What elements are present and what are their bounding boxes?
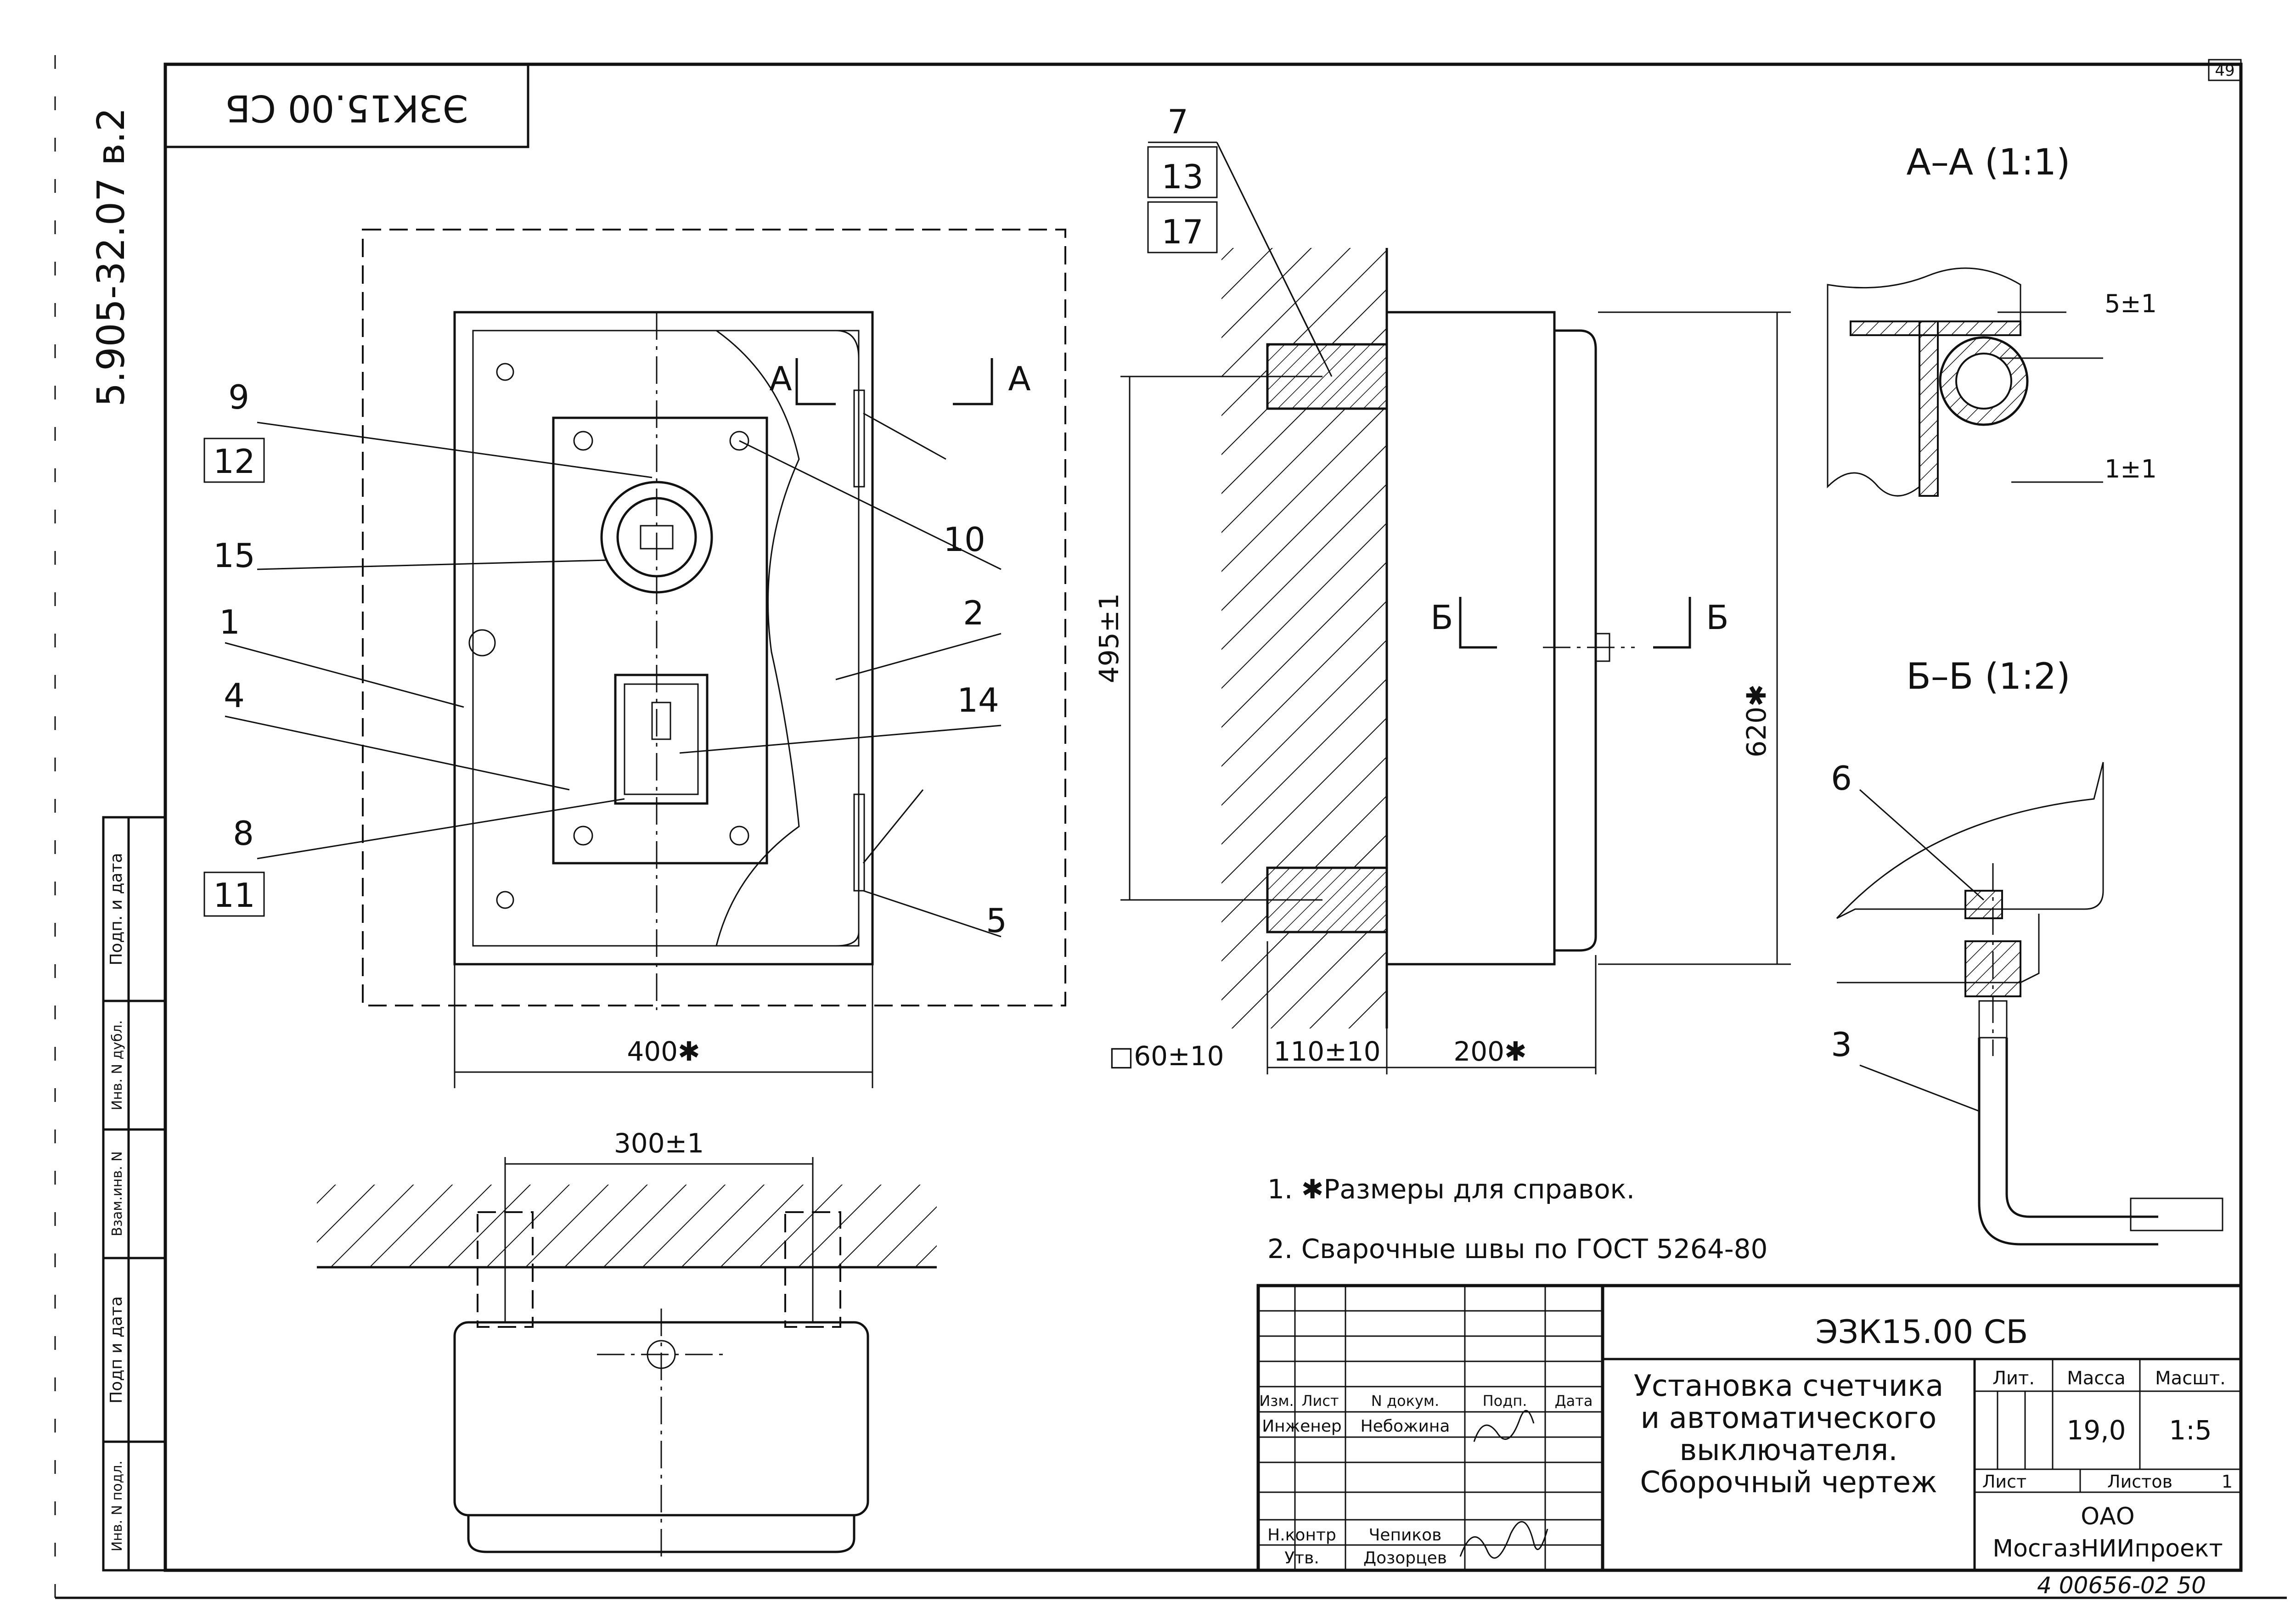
col-header-sign: Подп. bbox=[1483, 1392, 1527, 1410]
mounting-outline bbox=[362, 229, 1066, 1006]
cabinet-body bbox=[453, 311, 874, 966]
dim-spacing-300: 300±1 bbox=[614, 1128, 704, 1159]
dim-aa-5: 5±1 bbox=[2105, 289, 2157, 318]
note-1: 1. ✱Размеры для справок. bbox=[1267, 1174, 1635, 1205]
title-line-1: Установка счетчика bbox=[1634, 1369, 1944, 1403]
side-stamp-row: Взам.инв. N bbox=[109, 1151, 125, 1236]
ceiling-hatch bbox=[317, 1185, 937, 1267]
section-mark-a-left: А bbox=[769, 360, 792, 398]
side-stamp-row: Подп и дата bbox=[107, 1296, 126, 1404]
col-header-list: Лист bbox=[1301, 1392, 1339, 1410]
org-line-2: МосгазНИИпроект bbox=[1992, 1535, 2223, 1562]
side-view: 7 13 17 Б Б 495±1 620✱ □60±10 110±10 200… bbox=[1093, 102, 1791, 1074]
org-line-1: ОАО bbox=[2081, 1503, 2134, 1530]
cabinet-side bbox=[1385, 311, 1556, 966]
section-mark-a-right: А bbox=[1008, 360, 1030, 398]
scale-value: 1:5 bbox=[2169, 1415, 2212, 1446]
name-approved: Дозорцев bbox=[1363, 1549, 1447, 1568]
section-aa-title: А–А (1:1) bbox=[1907, 142, 2071, 183]
lit-label: Лит. bbox=[1992, 1368, 2035, 1389]
col-header-date: Дата bbox=[1555, 1392, 1593, 1410]
name-engineer: Небожина bbox=[1361, 1417, 1450, 1436]
section-mark-b-left: Б bbox=[1430, 598, 1453, 637]
section-bb: Б–Б (1:2) 6 3 bbox=[1831, 656, 2223, 1246]
side-doc-code: 5.905-32.07 в.2 bbox=[90, 107, 133, 407]
callout-14: 14 bbox=[957, 681, 999, 719]
rotated-code-text: ЭЗК15.00 СБ bbox=[225, 87, 468, 129]
rotated-code-stamp: ЭЗК15.00 СБ bbox=[164, 63, 529, 148]
sheet-number: 49 bbox=[2215, 62, 2234, 80]
mass-value: 19,0 bbox=[2066, 1415, 2126, 1446]
sheets-label: Листов bbox=[2107, 1472, 2172, 1492]
callout-2: 2 bbox=[963, 594, 984, 632]
dim-495: 495±1 bbox=[1093, 593, 1125, 683]
dim-aa-1: 1±1 bbox=[2105, 455, 2157, 483]
title-doc-code: ЭЗК15.00 СБ bbox=[1816, 1313, 2028, 1351]
sheet-frame: 49 bbox=[54, 55, 2287, 1599]
callout-10: 10 bbox=[943, 520, 985, 559]
callout-1: 1 bbox=[219, 603, 240, 641]
front-view: 9 12 15 1 4 8 11 10 2 14 5 А А 400✱ bbox=[203, 229, 1066, 1088]
callout-9: 9 bbox=[228, 378, 249, 416]
callout-6: 6 bbox=[1831, 759, 1852, 798]
breaker-box bbox=[614, 674, 709, 805]
dim-width-400: 400✱ bbox=[627, 1036, 700, 1067]
title-block: Изм. Лист N докум. Подп. Дата Инженер Не… bbox=[1256, 1284, 2243, 1572]
note-2: 2. Сварочные швы по ГОСТ 5264-80 bbox=[1267, 1233, 1767, 1264]
scale-label: Масшт. bbox=[2155, 1368, 2226, 1389]
col-header-izm: Изм. bbox=[1259, 1392, 1294, 1410]
signature-normcontrol bbox=[1459, 1521, 1548, 1559]
callout-4: 4 bbox=[224, 676, 245, 715]
dim-square-60: □60±10 bbox=[1109, 1040, 1224, 1072]
dim-620: 620✱ bbox=[1741, 684, 1772, 757]
side-stamp-table: Подп. и дата Инв. N дубл. Взам.инв. N По… bbox=[102, 816, 167, 1572]
section-mark-b-right: Б bbox=[1706, 598, 1728, 637]
notes: 1. ✱Размеры для справок. 2. Сварочные шв… bbox=[1267, 1174, 1767, 1264]
side-stamp-row: Инв. N подл. bbox=[109, 1461, 125, 1551]
callout-17: 17 bbox=[1161, 213, 1204, 251]
callout-7: 7 bbox=[1167, 102, 1188, 141]
title-line-2: и автоматического bbox=[1641, 1401, 1937, 1435]
title-line-3: выключателя. bbox=[1679, 1433, 1897, 1467]
top-view: 300±1 bbox=[317, 1128, 937, 1561]
callout-12: 12 bbox=[213, 442, 255, 481]
callout-8: 8 bbox=[233, 814, 254, 853]
door-cutaway bbox=[714, 330, 860, 947]
callout-15: 15 bbox=[213, 536, 255, 575]
sheets-value: 1 bbox=[2222, 1472, 2233, 1492]
sheet-label: Лист bbox=[1982, 1472, 2026, 1492]
name-normcontrol: Чепиков bbox=[1369, 1526, 1442, 1545]
role-engineer: Инженер bbox=[1262, 1417, 1342, 1436]
callout-5: 5 bbox=[986, 901, 1007, 940]
title-line-4: Сборочный чертеж bbox=[1640, 1466, 1937, 1500]
role-approved: Утв. bbox=[1284, 1549, 1319, 1568]
signature-engineer bbox=[1473, 1410, 1535, 1442]
archive-number: 4 00656-02 50 bbox=[2037, 1572, 2206, 1599]
section-bb-title: Б–Б (1:2) bbox=[1906, 656, 2070, 697]
side-stamp-row: Подп. и дата bbox=[107, 853, 126, 965]
callout-3: 3 bbox=[1831, 1025, 1852, 1064]
dim-200: 200✱ bbox=[1453, 1036, 1526, 1067]
mounting-panel bbox=[552, 416, 768, 865]
mass-label: Масса bbox=[2067, 1368, 2126, 1389]
callout-13: 13 bbox=[1161, 157, 1204, 196]
callout-11: 11 bbox=[213, 876, 255, 915]
col-header-doc: N докум. bbox=[1371, 1392, 1439, 1410]
section-aa: А–А (1:1) 5±1 1±1 bbox=[1827, 142, 2157, 497]
role-normcontrol: Н.контр bbox=[1267, 1526, 1336, 1545]
side-stamp-row: Инв. N дубл. bbox=[109, 1020, 125, 1111]
dim-110: 110±10 bbox=[1273, 1036, 1380, 1067]
